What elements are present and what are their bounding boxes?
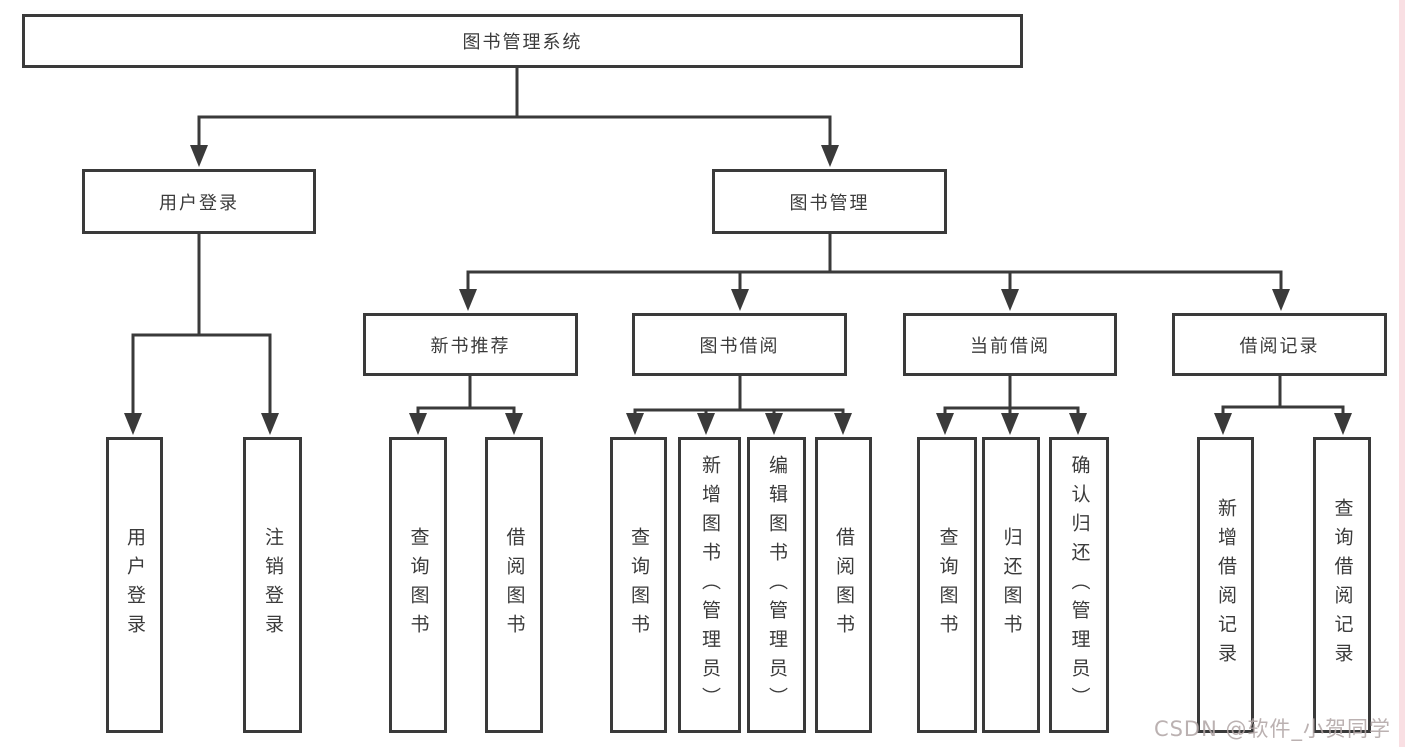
right-edge-strip	[1399, 0, 1405, 747]
leaf-return-books-label: 归还图书	[1000, 527, 1023, 643]
arrowheads	[124, 145, 1352, 435]
leaf-logout: 注销登录	[243, 437, 302, 733]
leaf-query-borrow-record: 查询借阅记录	[1313, 437, 1371, 733]
leaf-add-borrow-record-label: 新增借阅记录	[1215, 498, 1237, 672]
leaf-recommend-borrow-books: 借阅图书	[485, 437, 543, 733]
leaf-logout-label: 注销登录	[262, 527, 284, 643]
leaf-borrow-books: 借阅图书	[815, 437, 872, 733]
node-root: 图书管理系统	[22, 14, 1023, 68]
leaf-recommend-query-books: 查询图书	[389, 437, 447, 733]
csdn-watermark: CSDN @软件_小贺同学	[1153, 717, 1391, 741]
node-borrow-records-label: 借阅记录	[1239, 335, 1320, 357]
leaf-edit-books-admin-label: 编辑图书（管理员）	[766, 454, 788, 716]
leaf-add-borrow-record: 新增借阅记录	[1197, 437, 1254, 733]
leaf-recommend-borrow-books-label: 借阅图书	[503, 527, 526, 643]
leaf-user-login: 用户登录	[106, 437, 163, 733]
leaf-confirm-return-admin: 确认归还（管理员）	[1049, 437, 1109, 733]
leaf-return-books: 归还图书	[982, 437, 1040, 733]
node-root-label: 图书管理系统	[462, 32, 583, 53]
leaf-add-books-admin: 新增图书（管理员）	[678, 437, 741, 733]
node-user-login: 用户登录	[82, 169, 316, 234]
node-book-management-label: 图书管理	[789, 192, 870, 214]
leaf-edit-books-admin: 编辑图书（管理员）	[747, 437, 806, 733]
leaf-current-query-books: 查询图书	[917, 437, 977, 733]
node-current-borrow-label: 当前借阅	[970, 335, 1050, 357]
leaf-add-books-admin-label: 新增图书（管理员）	[699, 454, 721, 716]
leaf-current-query-books-label: 查询图书	[936, 527, 959, 643]
leaf-borrow-books-label: 借阅图书	[833, 527, 855, 643]
leaf-recommend-query-books-label: 查询图书	[407, 527, 430, 643]
node-book-borrow-label: 图书借阅	[699, 335, 780, 357]
leaf-confirm-return-admin-label: 确认归还（管理员）	[1068, 454, 1091, 716]
node-borrow-records: 借阅记录	[1172, 313, 1387, 376]
node-new-book-recommend: 新书推荐	[363, 313, 578, 376]
leaf-borrow-query-books: 查询图书	[610, 437, 667, 733]
leaf-borrow-query-books-label: 查询图书	[628, 527, 650, 643]
leaf-user-login-label: 用户登录	[124, 527, 146, 643]
leaf-query-borrow-record-label: 查询借阅记录	[1331, 498, 1354, 672]
node-current-borrow: 当前借阅	[903, 313, 1117, 376]
node-new-book-recommend-label: 新书推荐	[430, 335, 511, 357]
node-user-login-label: 用户登录	[159, 192, 239, 214]
node-book-borrow: 图书借阅	[632, 313, 847, 376]
node-book-management: 图书管理	[712, 169, 947, 234]
